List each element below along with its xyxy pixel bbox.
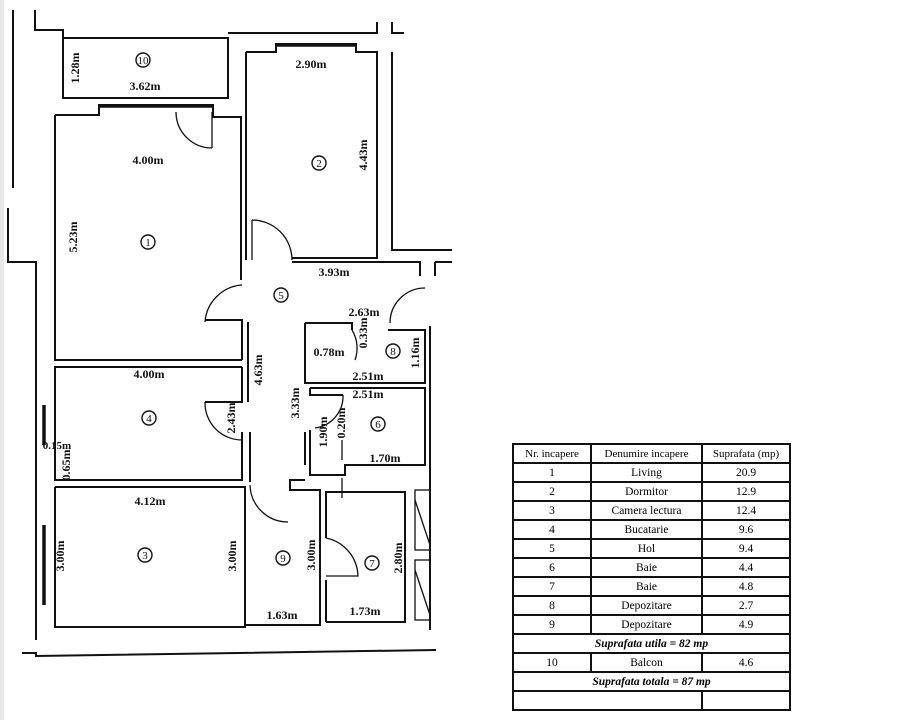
dim-label: 2.80m xyxy=(391,543,405,574)
room-number-3: 3 xyxy=(142,550,148,562)
dim-label: 0.65m xyxy=(59,450,73,481)
cell: Dormitor xyxy=(590,481,703,502)
cell: 6 xyxy=(512,557,592,578)
dim-label: 5.23m xyxy=(66,222,80,253)
cell: 7 xyxy=(512,576,592,597)
room-number-10: 10 xyxy=(138,55,150,67)
table-header-row: Nr. incapere Denumire incapere Suprafata… xyxy=(512,443,791,464)
dim-label: 3.62m xyxy=(130,79,161,93)
room-number-7: 7 xyxy=(369,558,375,570)
cell: 10 xyxy=(512,652,592,673)
dim-label: 2.43m xyxy=(224,403,238,434)
cell: 9 xyxy=(512,614,592,635)
cell: 5 xyxy=(512,538,592,559)
cell: 3 xyxy=(512,500,592,521)
useful-area-row: Suprafata utila = 82 mp xyxy=(512,633,791,654)
dim-label: 0.15m xyxy=(43,440,71,452)
dim-label: 0.33m xyxy=(356,318,370,349)
cell: 8 xyxy=(512,595,592,616)
room-number-9: 9 xyxy=(280,553,286,565)
cell: Baie xyxy=(590,557,703,578)
cell: 4.6 xyxy=(701,652,791,673)
cell: 2 xyxy=(512,481,592,502)
cell: Bucatarie xyxy=(590,519,703,540)
dim-label: 3.33m xyxy=(288,388,302,419)
room-number-4: 4 xyxy=(146,413,152,425)
cell: Hol xyxy=(590,538,703,559)
cell: 4.4 xyxy=(701,557,791,578)
room-number-6: 6 xyxy=(375,419,381,431)
dim-label: 4.63m xyxy=(251,355,265,386)
walls xyxy=(7,10,452,658)
total-area-row: Suprafata totala = 87 mp xyxy=(512,671,791,692)
dim-label: 3.00m xyxy=(225,541,239,572)
cell: Living xyxy=(590,462,703,483)
room-number-2: 2 xyxy=(316,158,322,170)
dim-label: 1.63m xyxy=(267,608,298,622)
room-markers: 10 1 2 3 4 5 6 7 8 9 xyxy=(135,52,401,571)
dimension-labels: 3.62m 1.28m 4.00m 5.23m 2.90m 4.43m 3.93… xyxy=(43,53,422,623)
table-row-partial xyxy=(512,690,791,711)
dim-label: 4.12m xyxy=(135,494,166,508)
cell: 2.7 xyxy=(701,595,791,616)
cell: 12.4 xyxy=(701,500,791,521)
useful-area-total: Suprafata utila = 82 mp xyxy=(512,633,791,654)
dim-label: 1.28m xyxy=(68,53,82,84)
room-number-8: 8 xyxy=(390,346,396,358)
column-header: Denumire incapere xyxy=(590,443,703,464)
dim-label: 3.93m xyxy=(319,265,350,279)
dim-label: 0.78m xyxy=(314,345,345,359)
cell: 12.9 xyxy=(701,481,791,502)
dim-label: 3.00m xyxy=(304,540,318,571)
doors xyxy=(175,111,426,577)
dim-label: 4.00m xyxy=(133,153,164,167)
room-number-5: 5 xyxy=(278,290,284,302)
cell: Camera lectura xyxy=(590,500,703,521)
cell: 4 xyxy=(512,519,592,540)
cell: 9.4 xyxy=(701,538,791,559)
cell: 4.9 xyxy=(701,614,791,635)
dim-label: 2.63m xyxy=(349,305,380,319)
dim-label: 2.51m xyxy=(353,369,384,383)
cell: 20.9 xyxy=(701,462,791,483)
room-area-table: Nr. incapere Denumire incapere Suprafata… xyxy=(512,443,791,711)
dim-label: 1.16m xyxy=(408,338,422,369)
cell: 9.6 xyxy=(701,519,791,540)
photo-edge xyxy=(0,0,4,720)
dim-label: 4.43m xyxy=(356,140,370,171)
total-area: Suprafata totala = 87 mp xyxy=(512,671,791,692)
dim-label: 2.90m xyxy=(296,57,327,71)
column-header: Suprafata (mp) xyxy=(701,443,791,464)
cell: Depozitare xyxy=(590,595,703,616)
cell: 4.8 xyxy=(701,576,791,597)
room-number-1: 1 xyxy=(145,237,151,249)
cell: 1 xyxy=(512,462,592,483)
cell: Balcon xyxy=(590,652,703,673)
dim-label: 1.90m xyxy=(316,417,330,448)
column-header: Nr. incapere xyxy=(512,443,592,464)
cell: Baie xyxy=(590,576,703,597)
dim-label: 2.51m xyxy=(353,387,384,401)
cell: Depozitare xyxy=(590,614,703,635)
dim-label: 1.73m xyxy=(350,604,381,618)
dim-label: 0.20m xyxy=(334,408,348,439)
cell xyxy=(701,690,791,711)
dim-label: 3.00m xyxy=(53,541,67,572)
dim-label: 4.00m xyxy=(134,367,165,381)
dim-label: 1.70m xyxy=(370,451,401,465)
cell xyxy=(512,690,703,711)
